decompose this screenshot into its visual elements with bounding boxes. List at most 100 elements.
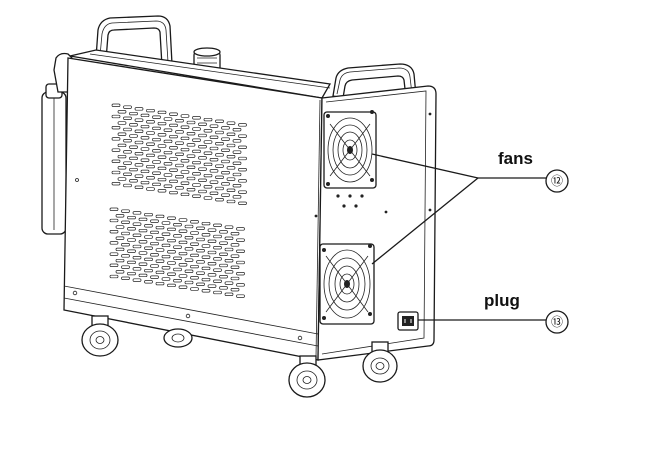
vent-slot (169, 112, 178, 116)
vent-slot (150, 219, 159, 223)
vent-slot (230, 288, 240, 292)
vent-slot (155, 270, 165, 275)
vent-slot (203, 185, 213, 189)
vent-slot (109, 207, 119, 211)
vent-slot (109, 241, 119, 245)
vent-slot (127, 249, 136, 253)
vent-slot (215, 130, 224, 135)
vent-slot (155, 259, 165, 263)
vent-slot (123, 161, 132, 165)
vent-slot (186, 154, 196, 158)
vent-slot (219, 241, 228, 245)
vent-slot (215, 119, 224, 123)
vent-slot (140, 136, 150, 140)
vent-slot (209, 169, 219, 173)
vent-slot (111, 103, 121, 107)
vent-slot (201, 255, 211, 259)
vent-slot (121, 254, 130, 258)
vent-slot (203, 117, 213, 122)
vent-slot (163, 139, 173, 144)
vent-slot (226, 177, 236, 181)
vent-slot (184, 236, 194, 240)
vent-slot (196, 237, 205, 242)
vent-slot (161, 232, 171, 236)
rear-left-wheel (163, 328, 193, 348)
vent-slot (198, 189, 207, 194)
vent-slot (207, 273, 217, 277)
vent-slot (209, 135, 219, 139)
vent-slot (129, 156, 138, 161)
vent-slot (155, 248, 165, 252)
vent-slot (224, 281, 234, 285)
vent-slot (129, 179, 138, 183)
vent-slot (190, 242, 199, 246)
vent-slot (173, 245, 182, 249)
vent-slot (146, 153, 155, 158)
vent-slot (190, 253, 199, 258)
vent-slot (134, 118, 144, 122)
vent-slot (213, 246, 222, 250)
vent-slot (198, 178, 207, 182)
vent-slot (144, 224, 153, 228)
vent-slot (238, 179, 247, 183)
vent-slot (109, 274, 119, 279)
upper-vent-grille (111, 103, 247, 205)
vent-slot (117, 166, 127, 170)
vent-slot (238, 134, 247, 138)
vent-slot (180, 147, 190, 152)
vent-slot (236, 283, 245, 287)
vent-slot (146, 120, 155, 124)
vent-slot (161, 243, 171, 248)
vent-slot (157, 155, 167, 159)
vent-slot (138, 240, 148, 244)
vent-slot (236, 227, 245, 231)
fans-callout-number: ⑫ (551, 174, 563, 188)
vent-slot (236, 238, 245, 242)
vent-slot (157, 133, 167, 137)
plug-label: plug (484, 291, 520, 310)
vent-slot (169, 179, 178, 184)
vent-slot (190, 264, 199, 269)
vent-slot (115, 236, 125, 240)
vent-slot (207, 284, 217, 288)
vent-slot (192, 116, 201, 120)
vent-slot (209, 191, 219, 195)
vent-slot (167, 216, 176, 220)
vent-slot (178, 285, 188, 289)
vent-slot (117, 177, 127, 181)
vent-slot (236, 249, 245, 253)
vent-slot (203, 173, 213, 178)
vent-slot (117, 110, 127, 114)
vent-slot (129, 145, 138, 149)
vent-slot (138, 228, 148, 233)
vent-slot (213, 279, 222, 283)
vent-slot (178, 274, 188, 278)
vent-slot (115, 270, 125, 274)
vent-slot (144, 246, 153, 250)
vent-slot (121, 243, 130, 247)
vent-slot (215, 142, 224, 146)
vent-slot (167, 227, 176, 232)
vent-slot (226, 199, 236, 204)
vent-slot (198, 156, 207, 160)
vent-slot (203, 151, 213, 155)
vent-slot (224, 259, 234, 263)
vent-slot (232, 184, 242, 188)
vent-slot (138, 262, 148, 266)
machine-body (63, 49, 437, 361)
vent-slot (140, 147, 150, 151)
vent-slot (155, 214, 165, 219)
vent-slot (144, 212, 153, 217)
vent-slot (180, 170, 190, 174)
vent-slot (152, 126, 161, 131)
vent-slot (196, 282, 205, 286)
vent-slot (127, 260, 136, 265)
vent-slot (157, 177, 167, 182)
vent-slot (198, 133, 207, 138)
vent-slot (167, 283, 176, 288)
vent-slot (236, 294, 245, 298)
vent-slot (163, 162, 173, 166)
vent-slot (213, 268, 222, 272)
vent-slot (186, 143, 196, 147)
vent-slot (226, 143, 236, 148)
